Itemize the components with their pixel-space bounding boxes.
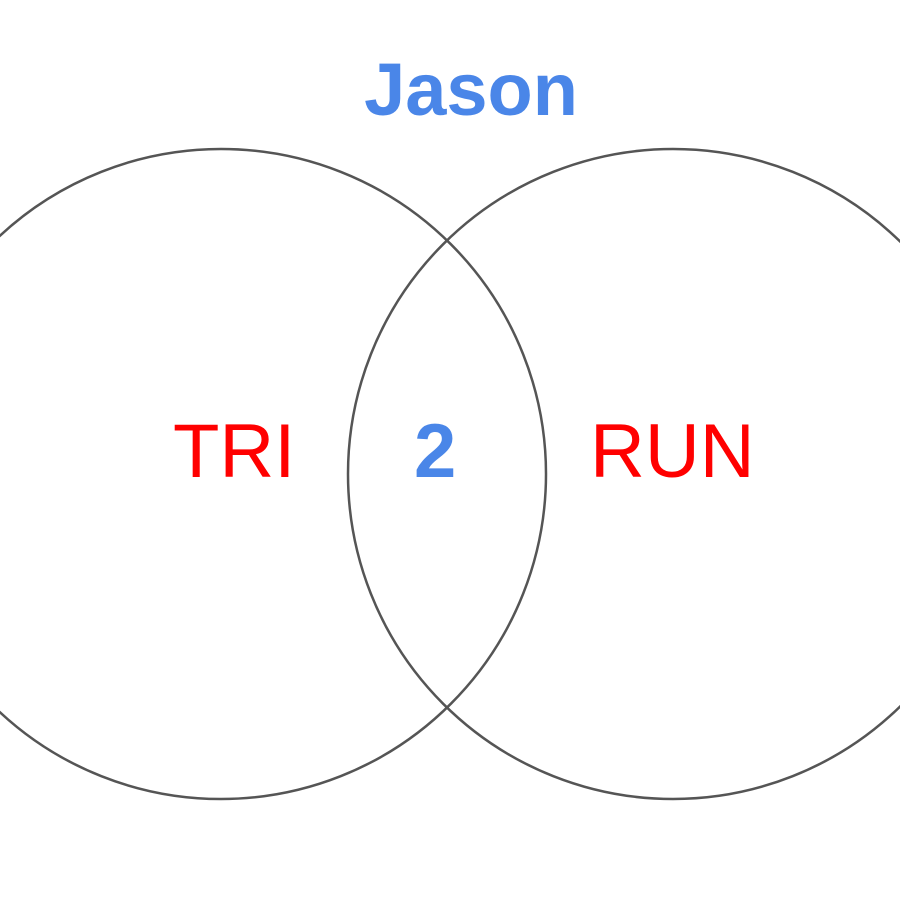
circle-left [0,147,548,801]
diagram-title: Jason [364,48,578,131]
circle-right [346,147,900,801]
set-label-left: TRI [173,409,296,494]
set-label-right: RUN [590,409,755,494]
intersection-label: 2 [414,409,457,494]
